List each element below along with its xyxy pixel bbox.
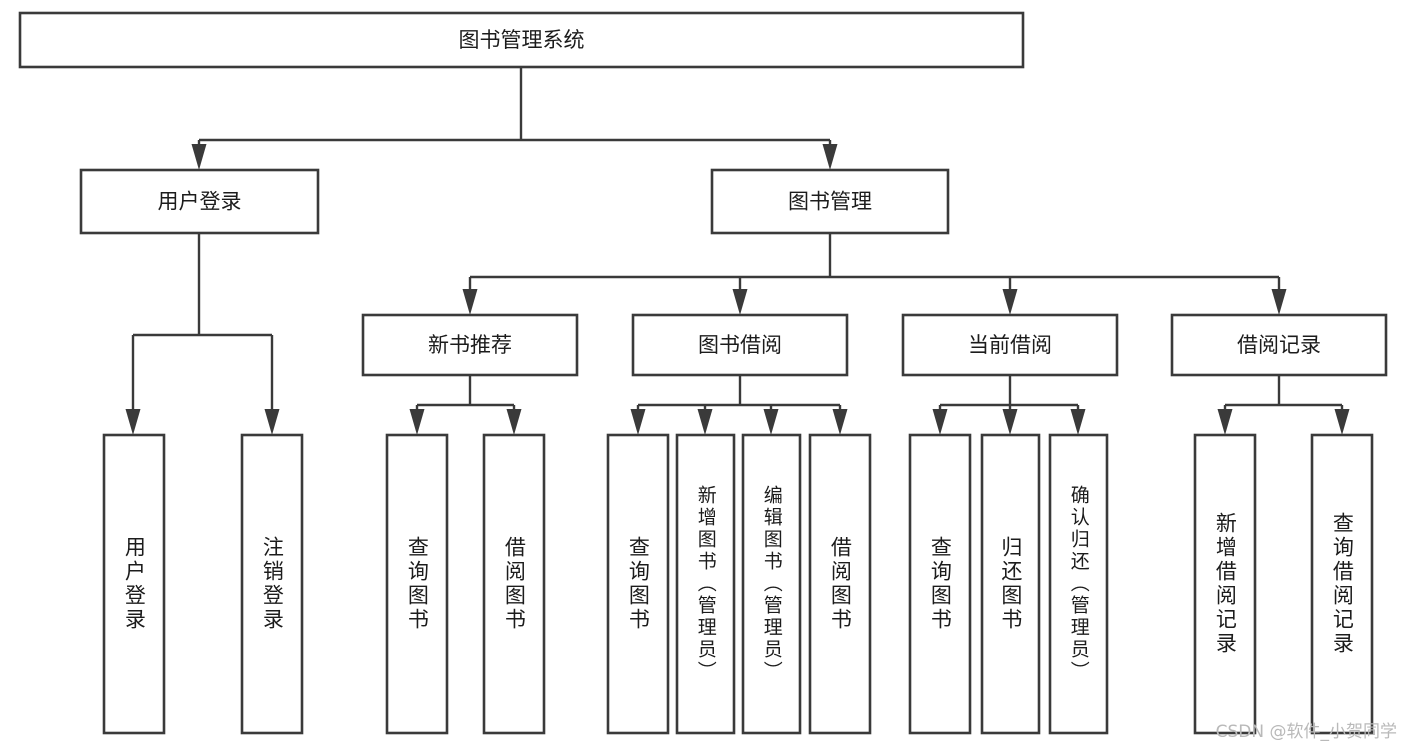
leaf-add-record-box[interactable] xyxy=(1193,433,1257,735)
node-user-login-label: 用户登录 xyxy=(158,190,242,214)
node-book-borrow-label: 图书借阅 xyxy=(698,333,782,357)
connector-layer xyxy=(125,67,1350,435)
conn-book-borrow xyxy=(630,375,848,435)
node-current-borrow-box[interactable] xyxy=(901,313,1119,377)
conn-book-manage xyxy=(462,233,1287,315)
conn-root-arrowhead-1 xyxy=(822,144,838,170)
node-borrow-record-label: 借阅记录 xyxy=(1237,333,1321,357)
leaf-borrow-book-1-box[interactable] xyxy=(482,433,546,735)
node-book-borrow-box[interactable] xyxy=(631,313,849,377)
conn-user-login-arrowhead-0 xyxy=(125,409,141,435)
conn-current-borrow-arrowhead-2 xyxy=(1070,409,1086,435)
leaf-borrow-book-2-box[interactable] xyxy=(808,433,872,735)
leaf-query-record-box[interactable] xyxy=(1310,433,1374,735)
conn-new-book-rec-arrowhead-1 xyxy=(506,409,522,435)
conn-book-borrow-arrowhead-2 xyxy=(763,409,779,435)
conn-book-manage-arrowhead-1 xyxy=(732,289,748,315)
conn-new-book-rec xyxy=(409,375,522,435)
conn-book-manage-arrowhead-0 xyxy=(462,289,478,315)
node-root-label: 图书管理系统 xyxy=(459,28,585,52)
leaf-edit-book-box[interactable] xyxy=(741,433,802,735)
leaf-logout-box[interactable] xyxy=(240,433,304,735)
leaf-add-book-box[interactable] xyxy=(675,433,736,735)
conn-current-borrow-arrowhead-0 xyxy=(932,409,948,435)
node-current-borrow-label: 当前借阅 xyxy=(968,333,1052,357)
conn-current-borrow xyxy=(932,375,1086,435)
conn-current-borrow-arrowhead-1 xyxy=(1002,409,1018,435)
node-user-login-box[interactable] xyxy=(79,168,320,235)
conn-book-manage-arrowhead-3 xyxy=(1271,289,1287,315)
leaf-query-book-1-box[interactable] xyxy=(385,433,449,735)
conn-user-login-arrowhead-1 xyxy=(264,409,280,435)
leaf-query-book-2-box[interactable] xyxy=(606,433,670,735)
conn-book-borrow-arrowhead-3 xyxy=(832,409,848,435)
node-borrow-record-box[interactable] xyxy=(1170,313,1388,377)
conn-user-login xyxy=(125,233,280,435)
node-new-book-rec-box[interactable] xyxy=(361,313,579,377)
conn-book-manage-arrowhead-2 xyxy=(1002,289,1018,315)
leaf-query-book-3-box[interactable] xyxy=(908,433,972,735)
conn-root xyxy=(191,67,838,170)
conn-borrow-record-arrowhead-1 xyxy=(1334,409,1350,435)
node-book-manage-label: 图书管理 xyxy=(788,190,872,214)
conn-root-arrowhead-0 xyxy=(191,144,207,170)
conn-borrow-record xyxy=(1217,375,1350,435)
node-new-book-rec-label: 新书推荐 xyxy=(428,333,512,357)
conn-borrow-record-arrowhead-0 xyxy=(1217,409,1233,435)
conn-book-borrow-arrowhead-1 xyxy=(697,409,713,435)
leaf-return-book-box[interactable] xyxy=(980,433,1041,735)
node-root-box[interactable] xyxy=(18,11,1025,69)
conn-book-borrow-arrowhead-0 xyxy=(630,409,646,435)
node-book-manage-box[interactable] xyxy=(710,168,950,235)
leaf-user-login-box[interactable] xyxy=(102,433,166,735)
leaf-confirm-return-box[interactable] xyxy=(1048,433,1109,735)
conn-new-book-rec-arrowhead-0 xyxy=(409,409,425,435)
node-box-layer xyxy=(18,11,1388,735)
